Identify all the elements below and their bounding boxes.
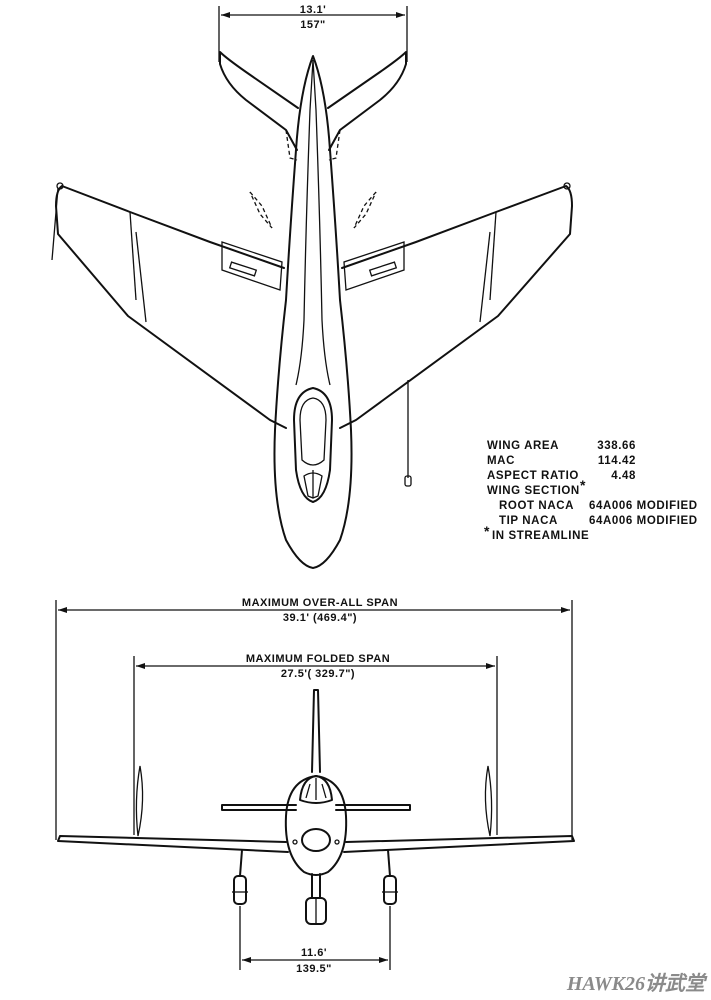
tip-naca-label: TIP NACA: [499, 515, 558, 527]
left-wing: [55, 185, 287, 429]
mac-label: MAC: [487, 455, 515, 467]
nose-gear: [305, 873, 327, 925]
folded-span-label: MAXIMUM FOLDED SPAN: [246, 653, 390, 665]
right-wing: [339, 185, 573, 429]
front-view: MAXIMUM OVER-ALL SPAN 39.1' (469.4") MAX…: [55, 597, 575, 975]
canopy-plan: [293, 387, 333, 503]
right-wing-front: [343, 835, 575, 853]
overall-span-label: MAXIMUM OVER-ALL SPAN: [242, 597, 398, 609]
fuselage-front: [284, 775, 348, 876]
overall-span-dimension: MAXIMUM OVER-ALL SPAN 39.1' (469.4"): [55, 597, 573, 840]
aspect-ratio-value: 4.48: [611, 470, 636, 482]
vertical-fin: [311, 689, 321, 773]
folded-span-value: 27.5'( 329.7"): [281, 668, 355, 680]
right-main-gear: [382, 849, 398, 905]
root-naca-label: ROOT NACA: [499, 500, 574, 512]
fuselage-plan: [273, 55, 353, 569]
left-main-gear: [232, 849, 248, 905]
gear-track-inches: 139.5": [296, 963, 332, 975]
watermark-text: HAWK26讲武堂: [566, 972, 708, 995]
gear-track-dimension: 11.6' 139.5": [239, 906, 391, 975]
tail-span-inches: 157": [300, 19, 326, 31]
gear-track-feet: 11.6': [301, 947, 327, 959]
wing-area-value: 338.66: [597, 440, 636, 452]
overall-span-value: 39.1' (469.4"): [283, 612, 357, 624]
tip-naca-value: 64A006 MODIFIED: [589, 515, 698, 527]
left-horizontal-stabilizer: [219, 51, 299, 151]
right-horizontal-stabilizer: [327, 51, 407, 151]
mac-value: 114.42: [598, 455, 636, 467]
wing-specifications: WING AREA 338.66 MAC 114.42 ASPECT RATIO…: [484, 440, 698, 542]
wing-section-label: WING SECTION: [487, 485, 580, 497]
footnote-text: IN STREAMLINE: [492, 530, 589, 542]
tail-span-dimension: 13.1' 157": [218, 4, 408, 62]
footnote-mark: *: [484, 523, 490, 539]
tail-span-feet: 13.1': [300, 4, 327, 16]
aspect-ratio-label: ASPECT RATIO: [487, 470, 579, 482]
wing-area-label: WING AREA: [487, 440, 559, 452]
wing-section-mark: *: [580, 477, 586, 493]
plan-view: 13.1' 157": [51, 4, 573, 569]
left-wing-front: [57, 835, 289, 853]
folded-span-dimension: MAXIMUM FOLDED SPAN 27.5'( 329.7"): [133, 653, 498, 835]
root-naca-value: 64A006 MODIFIED: [589, 500, 698, 512]
